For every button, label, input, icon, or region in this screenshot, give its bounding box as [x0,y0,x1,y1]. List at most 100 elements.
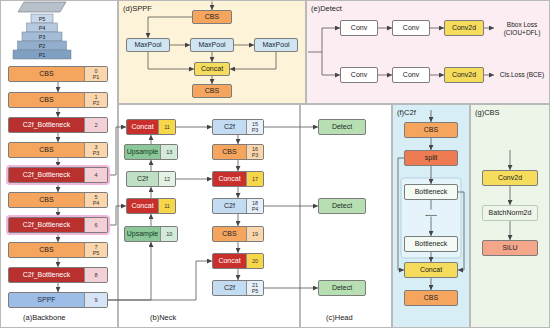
process-box: Upsample13 [124,144,179,160]
layer-number: 6 [94,222,97,229]
process-box: BatchNorm2d [482,205,538,221]
panel: (g)CBSConv2dBatchNorm2dSiLU [470,104,550,328]
connector-arrow [148,17,192,38]
panel: (a)BackboneCBS0P1CBS1P2C2f_Bottleneck2CB… [0,0,118,328]
process-box: CBS16P3 [212,144,264,160]
layer-number: P3 [252,152,259,159]
layer-number: 8 [94,272,97,279]
layer-number: P5 [252,288,259,295]
process-box: Concat [404,262,458,278]
box-label: Conv [341,68,377,82]
layer-number: 0 [94,68,97,75]
process-box: MaxPool [126,38,170,52]
process-box: Detect [318,198,366,214]
process-box: split [404,150,458,166]
number-cell: 18P4 [246,199,263,213]
connector-arrow [58,183,59,192]
process-box: C2f18P4 [212,198,264,214]
connector-arrow [431,166,432,184]
process-box: C2f_Bottleneck4 [8,167,108,183]
layer-number: 17 [252,176,258,183]
process-box: Detect [318,280,366,296]
process-box: Bottleneck [404,236,458,252]
number-cell: 21P5 [246,281,263,295]
panel: (d)SPPFCBSMaxPoolMaxPoolMaxPoolConcatCBS [118,0,306,104]
layer-number: 11 [164,124,170,131]
pyramid-level: P3 [39,34,46,40]
process-box: C2f15P3 [212,119,264,135]
number-cell: 8 [84,268,107,282]
connector-arrow [264,127,318,128]
layer-number: 2 [94,122,97,129]
number-cell: 1P2 [84,93,107,107]
box-label: MaxPool [255,39,297,51]
box-label: Conv2d [445,21,483,35]
connector-arrow [431,138,432,150]
connector-arrow [431,200,432,236]
process-box: CBS3P3 [8,142,108,158]
number-cell: 16P3 [246,145,263,159]
connector-arrow [238,214,239,226]
connector-arrow [431,252,432,262]
layer-number: 1 [94,94,97,101]
number-cell: 13 [160,145,177,159]
layer-number: 10 [166,231,172,238]
number-cell: 6 [84,218,107,232]
process-box: C2f_Bottleneck2 [8,117,108,133]
panel-title: (d)SPPF [123,4,152,13]
connector-arrow [378,28,392,29]
connector-arrow [148,52,194,69]
box-label: C2f [213,199,246,213]
process-box: Concat11 [126,119,176,135]
layer-number: 21 [252,282,258,289]
layer-number: 9 [94,297,97,304]
connector-arrow [170,45,190,46]
number-cell: 15P3 [246,120,263,134]
box-label: Detect [319,199,365,213]
pyramid-level: P1 [39,52,46,58]
box-label: C2f_Bottleneck [9,268,84,282]
layer-number: 4 [94,172,97,179]
layer-number: 7 [94,244,97,251]
process-box: Conv [392,67,430,83]
box-label: Conv [393,21,429,35]
box-label: Concat [405,263,457,277]
process-box: Conv2d [444,20,484,36]
bottleneck-group [401,178,461,258]
panel-title: (e)Detect [311,4,342,13]
pyramid-level: P2 [39,43,46,49]
connector-arrow [58,108,59,117]
pyramid-illustration [13,2,71,59]
number-cell: 17 [246,172,263,186]
number-cell: 20 [246,254,263,268]
box-label: Concat [213,254,246,268]
box-label: SPPF [9,293,84,307]
box-label: CBS [405,291,457,305]
process-box: SPPF 9 [8,292,108,308]
process-box: C2f12 [126,171,176,187]
process-box: Concat [194,62,230,76]
connector-arrow [510,221,511,240]
box-label: CBS [193,85,231,97]
connector-arrow [430,75,444,76]
layer-number: 3 [94,144,97,151]
process-box: CBS0P1 [8,66,108,82]
loss-label: Bbox Loss (CIOU+DFL) [496,21,548,36]
connector-arrow [238,160,239,171]
process-box: C2f21P5 [212,280,264,296]
layer-number: 11 [164,203,170,210]
process-box: MaxPool [254,38,298,52]
process-box: CBS1P2 [8,92,108,108]
connector-arrow [510,186,511,205]
number-cell: 3P3 [84,143,107,157]
box-label: Bottleneck [405,185,457,199]
number-cell: 4 [84,168,107,182]
panel-title: (g)CBS [475,108,500,117]
connector-arrow [378,75,392,76]
layer-number: P5 [93,250,100,257]
process-box: Upsample10 [124,226,179,242]
layer-number: 13 [166,149,172,156]
process-box: Concat11 [126,198,176,214]
